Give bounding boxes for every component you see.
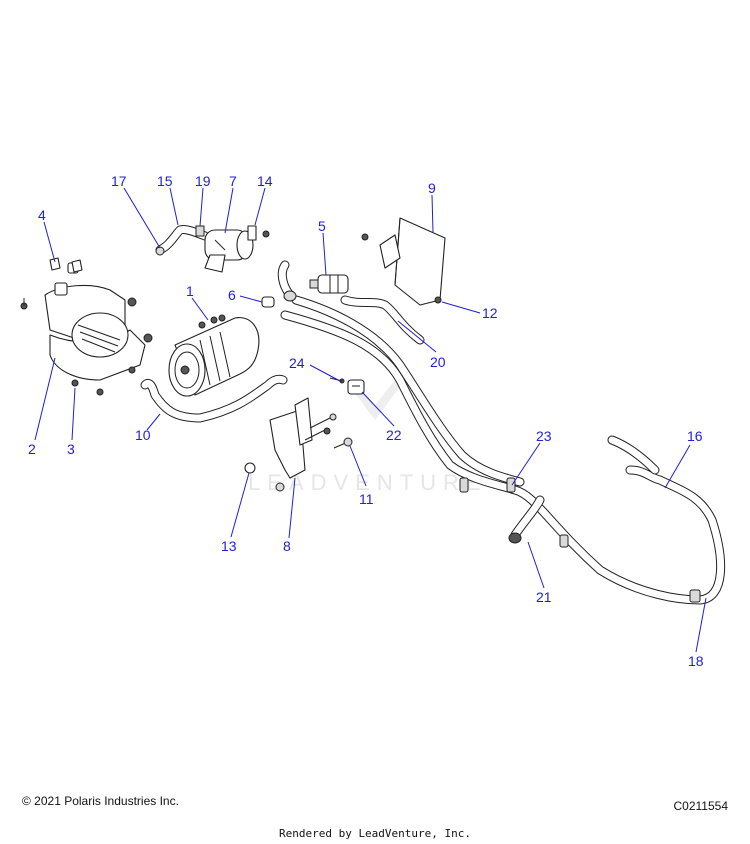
callout-12: 12 [482, 305, 498, 321]
callout-3: 3 [67, 441, 75, 457]
fuel-lines [280, 295, 726, 605]
figure-id: C0211554 [673, 799, 729, 813]
callout-5: 5 [318, 218, 326, 234]
callout-6: 6 [228, 287, 236, 303]
callout-24: 24 [289, 355, 305, 371]
bracket-9 [361, 217, 446, 306]
callout-11: 11 [359, 491, 374, 507]
callout-1: 1 [186, 283, 194, 299]
callout-13: 13 [221, 538, 237, 554]
callout-8: 8 [283, 538, 291, 554]
bracket-8 [244, 397, 337, 492]
callout-20: 20 [430, 354, 446, 370]
callout-labels: 17 15 19 7 14 9 4 5 1 6 12 20 24 22 2 3 … [28, 173, 704, 669]
callout-7: 7 [229, 173, 237, 189]
leader-lines [34, 187, 707, 653]
callout-18: 18 [688, 653, 704, 669]
hose-10 [140, 374, 288, 423]
callout-9: 9 [428, 180, 436, 196]
rendered-by-text: Rendered by LeadVenture, Inc. [278, 827, 472, 840]
canister-1 [168, 296, 275, 397]
clamp-22 [329, 377, 365, 449]
housing-2 [20, 257, 153, 396]
solenoid-7 [155, 225, 270, 273]
callout-2: 2 [28, 441, 36, 457]
callout-15: 15 [157, 173, 173, 189]
callout-21: 21 [536, 589, 552, 605]
valve-5 [309, 274, 349, 294]
copyright-text: © 2021 Polaris Industries Inc. [22, 794, 179, 808]
callout-10: 10 [135, 427, 151, 443]
callout-23: 23 [536, 428, 552, 444]
callout-19: 19 [195, 173, 211, 189]
callout-14: 14 [257, 173, 273, 189]
callout-16: 16 [687, 428, 703, 444]
callout-4: 4 [38, 207, 46, 223]
callout-22: 22 [386, 427, 402, 443]
callout-17: 17 [111, 173, 127, 189]
